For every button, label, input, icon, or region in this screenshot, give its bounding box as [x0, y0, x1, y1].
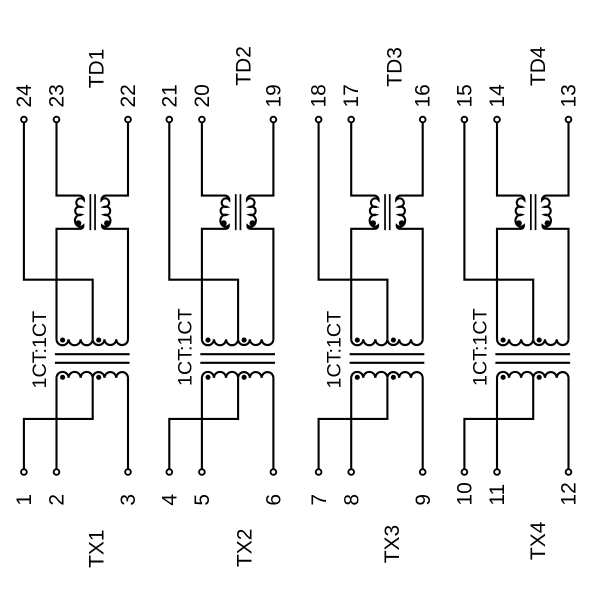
svg-text:8: 8	[340, 494, 363, 506]
svg-text:19: 19	[262, 84, 285, 107]
svg-text:2: 2	[46, 494, 69, 506]
svg-text:15: 15	[453, 84, 476, 107]
svg-text:TD4: TD4	[527, 46, 550, 86]
svg-text:TD1: TD1	[86, 49, 109, 89]
svg-text:TD2: TD2	[233, 46, 256, 86]
svg-text:3: 3	[117, 494, 140, 506]
svg-text:22: 22	[117, 84, 140, 107]
svg-text:11: 11	[486, 484, 509, 506]
svg-text:14: 14	[486, 84, 509, 108]
svg-text:1CT:1CT: 1CT:1CT	[29, 311, 51, 389]
svg-text:13: 13	[558, 84, 581, 107]
svg-text:7: 7	[308, 494, 331, 506]
svg-text:23: 23	[46, 84, 69, 107]
svg-text:20: 20	[191, 84, 214, 107]
svg-text:4: 4	[159, 494, 182, 506]
svg-text:16: 16	[412, 84, 435, 107]
svg-text:1CT:1CT: 1CT:1CT	[469, 308, 491, 386]
svg-text:1: 1	[13, 494, 36, 506]
svg-text:1CT:1CT: 1CT:1CT	[174, 308, 196, 386]
svg-text:1CT:1CT: 1CT:1CT	[324, 311, 346, 389]
svg-text:12: 12	[558, 482, 581, 505]
svg-text:9: 9	[412, 494, 435, 506]
svg-text:18: 18	[308, 84, 331, 107]
svg-text:10: 10	[454, 482, 477, 505]
svg-text:24: 24	[13, 84, 36, 108]
svg-text:TX4: TX4	[527, 521, 550, 560]
svg-text:TX3: TX3	[381, 525, 404, 564]
svg-text:TD3: TD3	[383, 47, 406, 87]
svg-text:17: 17	[340, 84, 363, 107]
svg-text:5: 5	[191, 494, 214, 506]
svg-text:TX2: TX2	[234, 529, 257, 568]
svg-text:TX1: TX1	[86, 529, 109, 568]
svg-text:6: 6	[263, 494, 286, 506]
svg-text:21: 21	[158, 84, 181, 107]
